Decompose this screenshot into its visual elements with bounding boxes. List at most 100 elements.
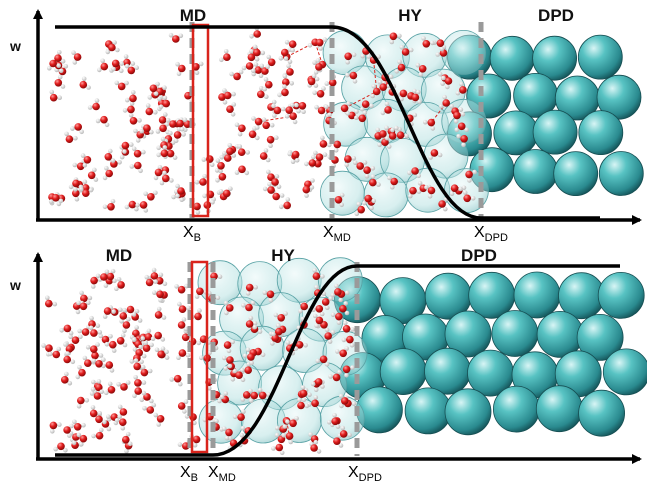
hydrogen-atom [179, 126, 185, 132]
hydrogen-atom [339, 202, 345, 208]
hydrogen-atom [282, 73, 288, 79]
hydrogen-atom [69, 423, 74, 429]
hydrogen-atom [231, 91, 236, 97]
oxygen-atom [397, 63, 406, 72]
hydrogen-atom [124, 204, 130, 210]
oxygen-atom [74, 123, 82, 131]
bottom-panel: w MD HY DPD XB XMD XDPD [9, 246, 647, 484]
oxygen-atom [100, 115, 108, 124]
hydrogen-atom [177, 442, 183, 447]
hydrogen-atom [418, 72, 424, 77]
oxygen-atom [193, 202, 201, 211]
top-weight-curve [55, 25, 600, 220]
hydrogen-atom [105, 49, 111, 55]
hydrogen-atom [58, 198, 64, 204]
hydrogen-atom [49, 89, 55, 95]
hydrogen-atom [116, 382, 121, 387]
hydrogen-atom [232, 414, 238, 420]
oxygen-atom [427, 118, 436, 127]
hydrogen-atom [57, 95, 62, 100]
hydrogen-atom [324, 104, 329, 110]
oxygen-atom [277, 314, 286, 322]
oxygen-atom [90, 345, 98, 354]
oxygen-atom [275, 443, 284, 452]
hydrogen-atom [456, 134, 461, 139]
oxygen-atom [314, 378, 323, 386]
hydrogen-atom [141, 390, 147, 396]
hydrogen-atom [377, 79, 383, 85]
hydrogen-atom [226, 348, 232, 354]
hydrogen-atom [370, 174, 376, 179]
hydrogen-atom [175, 183, 180, 189]
hydrogen-atom [239, 367, 245, 373]
bead [379, 348, 427, 396]
hydrogen-atom [195, 210, 201, 215]
hydrogen-atom [81, 76, 87, 82]
hydrogen-atom [89, 391, 95, 396]
top-axis-label-w: w [9, 38, 21, 54]
hydrogen-atom [48, 351, 53, 357]
oxygen-atom [122, 321, 131, 329]
oxygen-atom [139, 201, 148, 209]
hydrogen-atom [231, 153, 237, 158]
hydrogen-atom [119, 68, 124, 74]
hydrogen-atom [284, 113, 290, 119]
hydrogen-atom [109, 368, 115, 373]
hydrogen-atom [376, 54, 381, 59]
top-water-molecules [47, 25, 477, 217]
hydrogen-atom [41, 343, 46, 348]
hydrogen-atom [219, 57, 224, 63]
hydrogen-atom [60, 84, 66, 89]
hydrogen-atom [153, 91, 159, 96]
oxygen-atom [172, 35, 180, 43]
oxygen-atom [310, 444, 318, 452]
oxygen-atom [76, 162, 85, 171]
hydrogen-atom [202, 174, 207, 179]
hydrogen-atom [281, 433, 287, 438]
hydrogen-atom [310, 178, 315, 183]
hydrogen-atom [424, 185, 429, 190]
hydrogen-atom [131, 337, 137, 343]
hydrogen-atom [449, 104, 455, 109]
hydrogen-atom [350, 365, 355, 370]
oxygen-atom [245, 62, 254, 70]
hydrogen-atom [308, 432, 313, 437]
hydrogen-atom [153, 412, 159, 418]
hydrogen-atom [423, 119, 428, 125]
hydrogen-atom [222, 426, 227, 432]
hydrogen-atom [318, 46, 324, 51]
hydrogen-atom [322, 37, 328, 42]
hydrogen-atom [138, 344, 143, 350]
oxygen-atom [252, 48, 261, 57]
oxygen-atom [218, 173, 227, 181]
oxygen-atom [321, 298, 330, 306]
hydrogen-atom [82, 179, 88, 185]
hydrogen-atom [132, 393, 137, 399]
oxygen-atom [254, 66, 263, 74]
hydrogen-atom [214, 168, 220, 173]
hydrogen-atom [93, 177, 99, 182]
hydrogen-atom [345, 72, 350, 78]
hydrogen-atom [377, 142, 382, 148]
hydrogen-atom [455, 90, 461, 96]
hydrogen-atom [261, 117, 267, 122]
hydrogen-atom [279, 450, 285, 456]
hydrogen-atom [362, 160, 368, 165]
hydrogen-atom [370, 166, 376, 171]
hydrogen-atom [130, 61, 136, 66]
oxygen-atom [315, 38, 324, 47]
hydrogen-atom [264, 94, 269, 99]
hydrogen-atom [209, 162, 215, 167]
oxygen-atom [101, 335, 110, 344]
hydrogen-atom [63, 64, 69, 69]
oxygen-atom [311, 399, 319, 408]
oxygen-atom [245, 320, 254, 328]
oxygen-atom [128, 200, 137, 209]
oxygen-atom [358, 114, 367, 123]
hydrogen-atom [71, 50, 76, 55]
hydrogen-atom [129, 359, 135, 364]
hydrogen-atom [177, 301, 182, 307]
hydrogen-atom [94, 98, 100, 103]
hydrogen-atom [315, 358, 321, 364]
